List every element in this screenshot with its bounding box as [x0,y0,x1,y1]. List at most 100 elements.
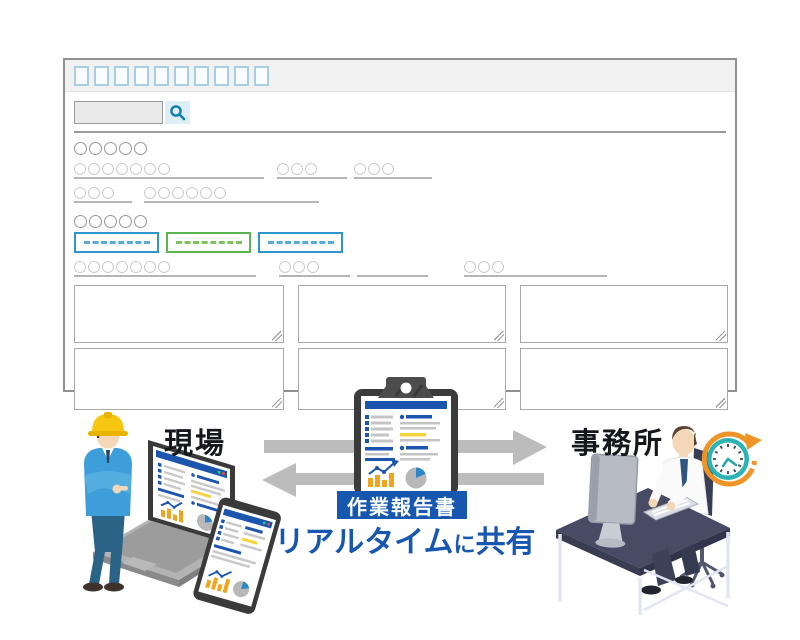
circle-placeholder [116,163,128,175]
square-placeholder [94,65,109,86]
section1-row2 [74,185,726,203]
circle-placeholder [89,215,102,228]
form-body [65,92,735,410]
pie-chart-icon [405,467,427,489]
circle-placeholder [88,163,100,175]
circle-placeholder [464,261,476,273]
site-label: 現場 [164,428,227,460]
input-field[interactable] [74,161,264,179]
report-form-mockup [63,58,737,410]
circle-placeholder [134,215,147,228]
site-worker [83,412,132,592]
circle-placeholder [279,261,291,273]
search-icon [169,104,186,121]
input-field[interactable] [74,185,132,203]
circle-placeholder [354,163,366,175]
textarea-field[interactable] [520,348,728,410]
input-field[interactable] [74,259,256,277]
search-row [74,100,726,124]
search-input[interactable] [74,100,163,124]
square-placeholder [114,65,129,86]
desk-frame [558,532,730,615]
circle-placeholder [277,163,289,175]
circle-placeholder [200,187,212,199]
input-field[interactable] [464,259,607,277]
input-field[interactable] [357,259,428,277]
textarea-field[interactable] [74,285,284,343]
square-placeholder [134,65,149,86]
circle-placeholder [102,187,114,199]
site-illustration [83,412,281,614]
circle-placeholder [307,261,319,273]
circle-placeholder [130,261,142,273]
input-field[interactable] [277,161,347,179]
laptop-illustration [93,440,235,587]
circle-placeholder [382,163,394,175]
section2-row [74,259,726,277]
circle-placeholder [158,261,170,273]
square-placeholder [74,65,89,86]
form-title-bar [65,60,735,92]
circle-placeholder [88,187,100,199]
circle-placeholder [144,187,156,199]
choice-buttons [74,232,726,253]
circle-placeholder [119,142,132,155]
input-field[interactable] [354,161,432,179]
square-placeholder [254,65,269,86]
input-field[interactable] [279,259,350,277]
circle-placeholder [74,142,87,155]
dash-placeholder [267,241,334,244]
section1-label [74,141,726,155]
square-placeholder [214,65,229,86]
textarea-field[interactable] [74,348,284,410]
textarea-field[interactable] [298,285,506,343]
circle-placeholder [293,261,305,273]
square-placeholder [234,65,249,86]
clipboard-clip-icon [378,377,434,398]
circle-placeholder [158,163,170,175]
office-illustration [556,426,730,615]
circle-placeholder [89,142,102,155]
share-caption: リアルタイムに共有 [252,517,558,561]
circle-placeholder [291,163,303,175]
circle-placeholder [186,187,198,199]
report-clipboard [354,377,458,495]
form-title-placeholder [74,65,269,86]
square-placeholder [194,65,209,86]
circle-placeholder [74,187,86,199]
circle-placeholder [158,187,170,199]
choice-button-1[interactable] [74,232,159,253]
monitor-illustration [587,453,639,548]
share-caption-main2: 共有 [475,526,536,559]
section1-row1 [74,161,726,179]
share-caption-particle: に [453,532,476,557]
office-label: 事務所 [571,428,665,460]
search-button[interactable] [165,100,190,124]
bar-chart-icon [368,459,399,487]
report-badge: 作業報告書 [337,491,467,519]
circle-placeholder [134,142,147,155]
input-field[interactable] [144,185,319,203]
circle-placeholder [104,142,117,155]
tablet-illustration [193,497,281,614]
choice-button-2[interactable] [166,232,251,253]
circle-placeholder [74,261,86,273]
choice-button-3[interactable] [258,232,343,253]
circle-placeholder [119,215,132,228]
dash-placeholder [83,241,150,244]
divider [74,131,726,133]
circle-placeholder [172,187,184,199]
circle-placeholder [144,261,156,273]
circle-placeholder [74,163,86,175]
circle-placeholder [305,163,317,175]
textarea-field[interactable] [520,285,728,343]
circle-placeholder [102,261,114,273]
dash-placeholder [175,241,242,244]
square-placeholder [174,65,189,86]
circle-placeholder [102,163,114,175]
circle-placeholder [88,261,100,273]
circle-placeholder [368,163,380,175]
circle-placeholder [144,163,156,175]
circle-placeholder [214,187,226,199]
circle-placeholder [116,261,128,273]
